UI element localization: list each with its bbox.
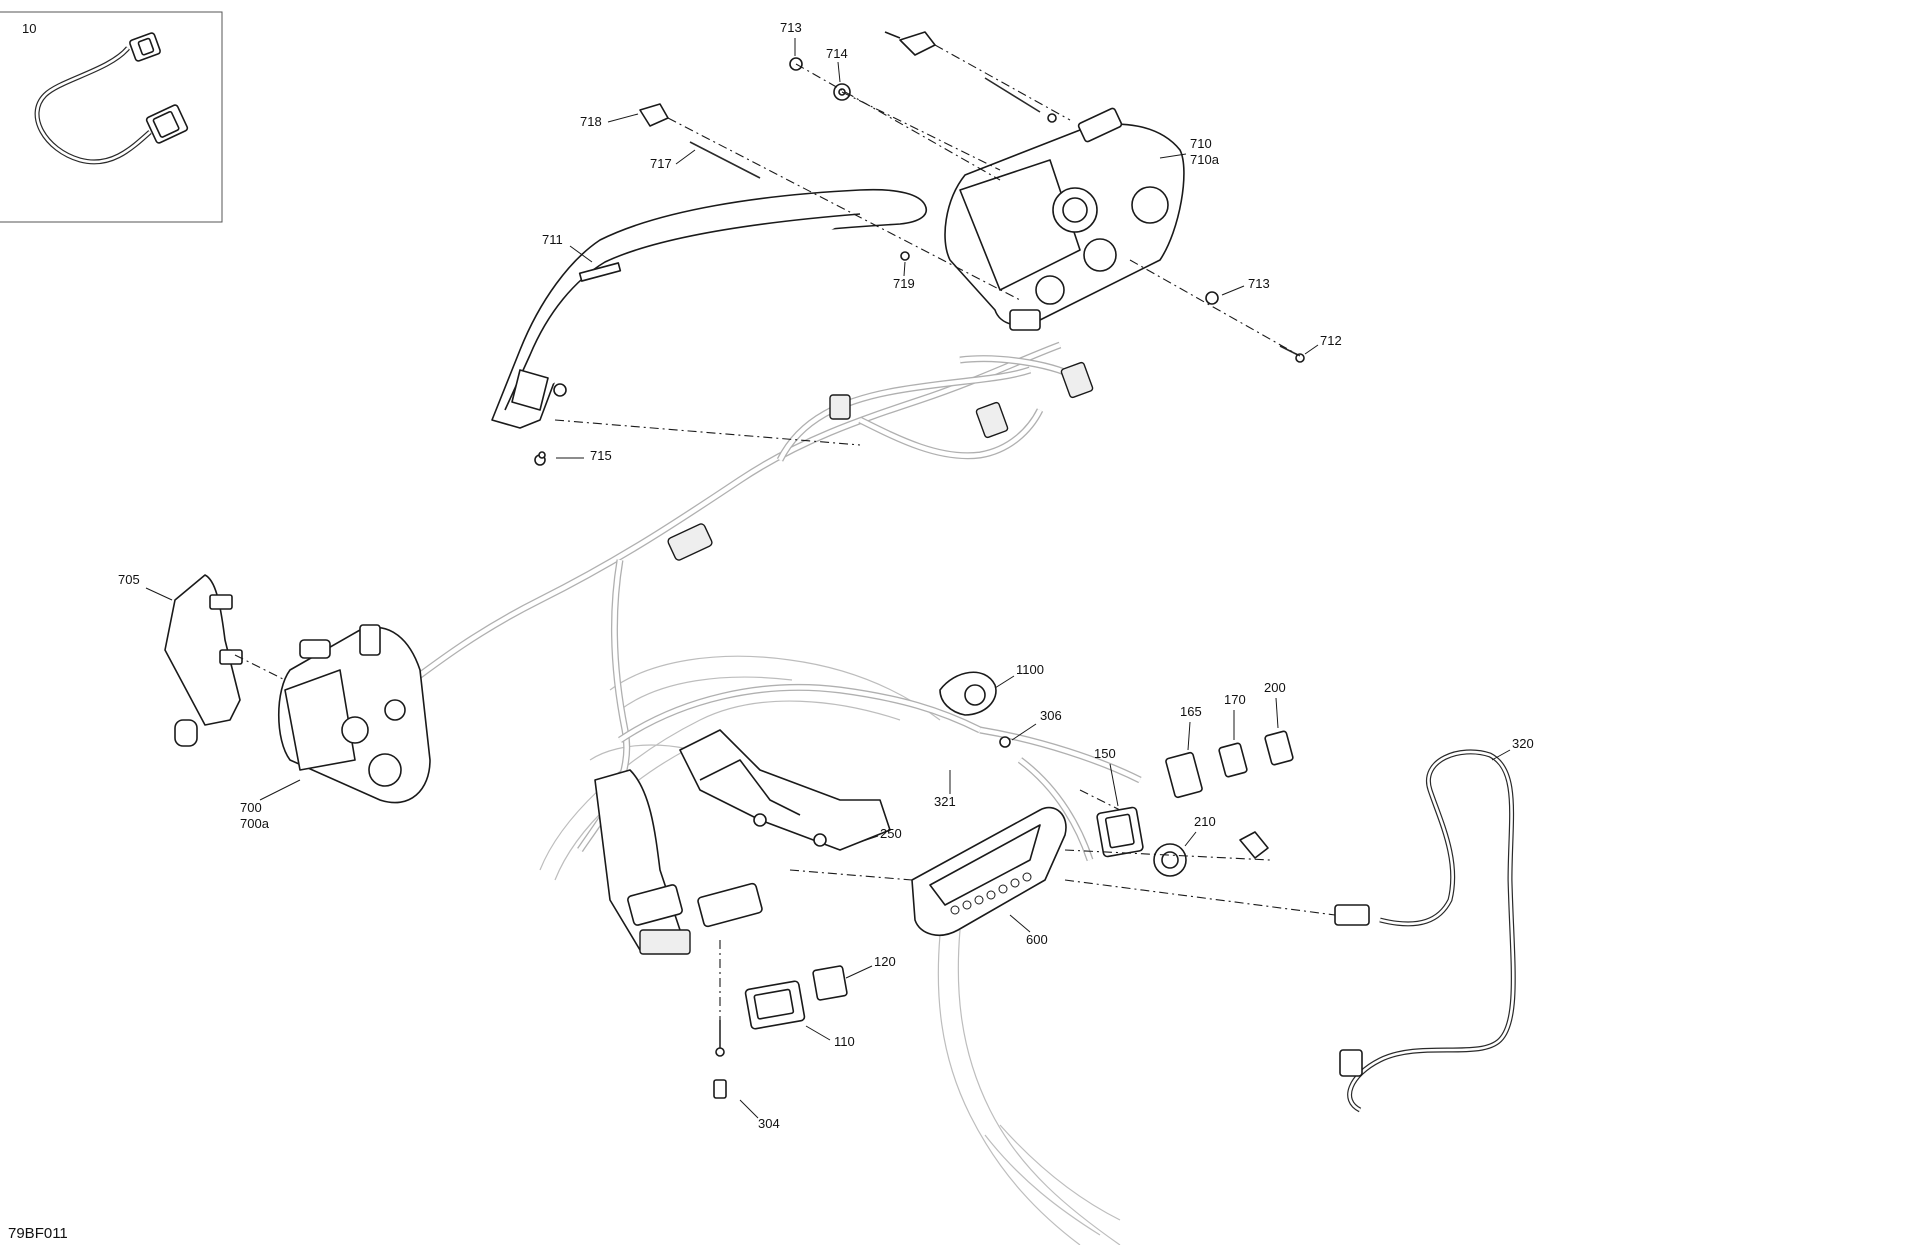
screw-304 [713, 1079, 727, 1099]
callout-320: 320 [1512, 736, 1534, 751]
switch-200 [1264, 730, 1294, 766]
callout-250: 250 [880, 826, 902, 841]
callout-715: 715 [590, 448, 612, 463]
callout-304: 304 [758, 1116, 780, 1131]
harness-320 [1334, 749, 1516, 1113]
callout-711: 711 [542, 232, 563, 247]
callout-700: 700 [240, 800, 262, 815]
inset-label: 10 [22, 21, 36, 36]
callout-713-top: 713 [780, 20, 802, 35]
switch-110 [744, 980, 806, 1030]
callout-713-right: 713 [1248, 276, 1270, 291]
switch-170 [1218, 742, 1248, 778]
switch-150 [1096, 806, 1144, 858]
key-switch-210 [1153, 831, 1269, 877]
callout-200: 200 [1264, 680, 1286, 695]
switch-120 [812, 965, 848, 1001]
headlight-710 [944, 107, 1185, 331]
callout-120: 120 [874, 954, 896, 969]
callout-710a: 710a [1190, 152, 1220, 167]
callout-705: 705 [118, 572, 140, 587]
callout-717: 717 [650, 156, 672, 171]
callout-719: 719 [893, 276, 915, 291]
socket-1100 [939, 671, 997, 716]
callout-150: 150 [1094, 746, 1116, 761]
light-705 [164, 574, 243, 747]
callout-170: 170 [1224, 692, 1246, 707]
callout-714: 714 [826, 46, 848, 61]
callout-600: 600 [1026, 932, 1048, 947]
callout-110: 110 [834, 1034, 855, 1049]
headlight-700 [277, 624, 431, 804]
callout-1100: 1100 [1016, 662, 1044, 677]
inset-part-10: 10 [0, 11, 223, 223]
callout-210: 210 [1194, 814, 1216, 829]
callout-712: 712 [1320, 333, 1342, 348]
switch-165 [1165, 751, 1203, 799]
callout-710: 710 [1190, 136, 1212, 151]
callouts: 713 714 718 717 710 710a 711 719 713 712… [118, 20, 1534, 1131]
callout-306: 306 [1040, 708, 1062, 723]
assembly-lines [234, 44, 1336, 1020]
left-console [594, 769, 763, 955]
callout-165: 165 [1180, 704, 1202, 719]
callout-718: 718 [580, 114, 602, 129]
gauge-600 [911, 806, 1067, 936]
bracket-711 [491, 188, 927, 429]
diagram-code: 79BF011 [8, 1225, 68, 1242]
support-250 [679, 729, 891, 851]
callout-700a: 700a [240, 816, 270, 831]
callout-321: 321 [934, 794, 956, 809]
